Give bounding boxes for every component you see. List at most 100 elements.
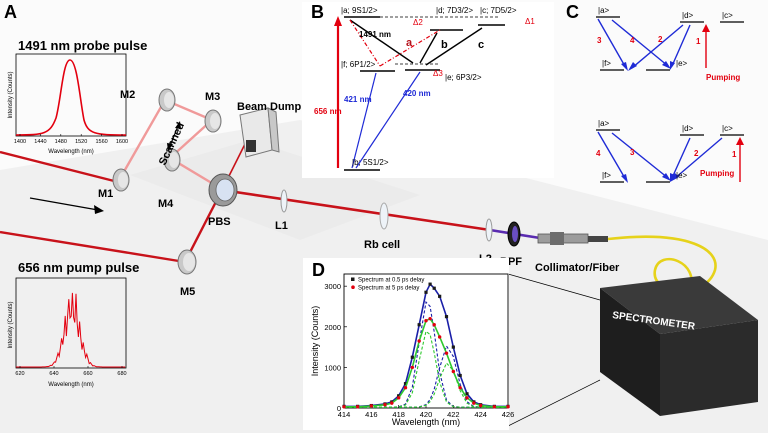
x-tick-label: 418 (392, 410, 405, 419)
probe-ylabel: Intensity (Counts) (8, 71, 14, 118)
data-point-square (438, 294, 442, 298)
level-e-label: |e; 6P3/2> (445, 73, 482, 82)
c-top-level-e: |e> (676, 59, 688, 68)
scan-arrow-head-bottom (167, 143, 173, 151)
c-top-num-1: 1 (696, 37, 701, 46)
c-bottom-num-1: 1 (732, 150, 737, 159)
y-tick-label: 0 (337, 404, 341, 413)
data-point-square (444, 315, 449, 319)
pump-arrow-head (334, 16, 342, 26)
x-tick-label: 420 (420, 410, 433, 419)
pump-ylabel: Intensity (Counts) (8, 301, 14, 348)
data-point-circle (458, 385, 462, 390)
data-point-circle (410, 365, 415, 370)
transition-b-line (419, 32, 438, 64)
mirror-m1 (112, 168, 130, 192)
path-c-label: c (478, 39, 484, 51)
wavelength-420-label: 420 nm (403, 89, 431, 98)
mirror-m3 (204, 109, 222, 133)
c-bottom-num-2: 2 (694, 149, 699, 158)
data-point-circle (403, 385, 408, 390)
x-tick-label: 426 (502, 410, 515, 419)
legend-marker-circle (351, 285, 355, 290)
data-point-circle (355, 405, 360, 409)
data-point-circle (465, 396, 469, 400)
decay-421-line (351, 72, 377, 169)
probe-tick-label: 1400 (14, 139, 26, 145)
probe-tick-label: 1600 (116, 139, 128, 145)
bpf-filter (507, 221, 521, 247)
rb-cell-label: Rb cell (364, 239, 400, 251)
data-point-circle (396, 396, 401, 400)
c-bottom-pumping: Pumping (700, 169, 734, 178)
pump-pulse-label: 656 nm pump pulse (18, 260, 139, 275)
probe-beam-input (0, 150, 119, 184)
panel-b-background (302, 2, 554, 178)
data-point-square (417, 323, 421, 327)
lens-l2 (485, 218, 493, 242)
level-d-label: |d; 7D3/2> (436, 6, 473, 15)
probe-tick-label: 1520 (75, 139, 87, 145)
level-c-label: |c; 7D5/2> (480, 6, 517, 15)
scan-arrow (169, 125, 179, 147)
path-b-label: b (441, 39, 448, 51)
pump-tick-label: 660 (83, 371, 92, 377)
pump-tick-label: 640 (49, 371, 58, 377)
wavelength-421-label: 421 nm (344, 95, 372, 104)
delta1-label: Δ1 (525, 17, 535, 26)
wavelength-1491-label: 1491 nm (359, 30, 391, 39)
legend-label: Spectrum at 0.5 ps delay (358, 278, 424, 284)
level-a-label: |a; 9S1/2> (341, 6, 378, 15)
legend-marker-square (351, 277, 355, 281)
pbs-cube (208, 173, 238, 207)
data-point-circle (478, 403, 483, 408)
y-tick-label: 2000 (324, 323, 341, 332)
data-point-circle (390, 401, 394, 405)
transition-c-line (425, 27, 483, 66)
zoom-line-bottom (507, 379, 601, 427)
pump-beam-input (0, 230, 186, 264)
data-point-circle (342, 405, 346, 409)
probe-spectrum-curve (15, 59, 127, 136)
data-point-square (424, 290, 428, 294)
beam-dump-box (239, 107, 280, 158)
transition-dashdot-1 (349, 19, 381, 67)
pump-spectrum-curve (16, 292, 126, 368)
beam-direction-arrow (29, 197, 99, 211)
pump-tick-label: 680 (117, 371, 126, 377)
probe-tick-label: 1480 (55, 139, 67, 145)
label-m4: M4 (158, 198, 174, 210)
mirror-m2 (158, 88, 176, 112)
spectrometer-box (600, 276, 758, 416)
collimator (537, 232, 608, 245)
lens-l1 (280, 189, 288, 213)
x-tick-label: 416 (365, 410, 378, 419)
transition-dashdot-2 (379, 29, 441, 67)
data-point-square (451, 345, 455, 349)
pump-xlabel: Wavelength (nm) (48, 382, 93, 388)
data-point-square (403, 382, 408, 386)
data-point-circle (417, 339, 421, 343)
c-bottom-level-e: |e> (676, 171, 688, 180)
c-bottom-level-f: |f> (602, 171, 611, 180)
data-point-square (465, 392, 469, 396)
collimator-label: Collimator/Fiber (535, 262, 620, 274)
zoom-line-top (507, 273, 601, 301)
mirror-m5 (177, 249, 197, 275)
data-point-circle (492, 405, 497, 409)
label-m1: M1 (98, 188, 113, 200)
delta2-label: Δ2 (413, 18, 423, 27)
label-m5: M5 (180, 286, 195, 298)
legend-label: Spectrum at 5 ps delay (358, 286, 419, 292)
c-top-level-a: |a> (598, 6, 610, 15)
arrow-head (94, 205, 104, 214)
level-f-label: |f; 6P1/2> (341, 60, 376, 69)
panel-c-bottom-diagram (596, 129, 744, 183)
c-top-level-f: |f> (602, 59, 611, 68)
data-point-circle (424, 318, 428, 323)
